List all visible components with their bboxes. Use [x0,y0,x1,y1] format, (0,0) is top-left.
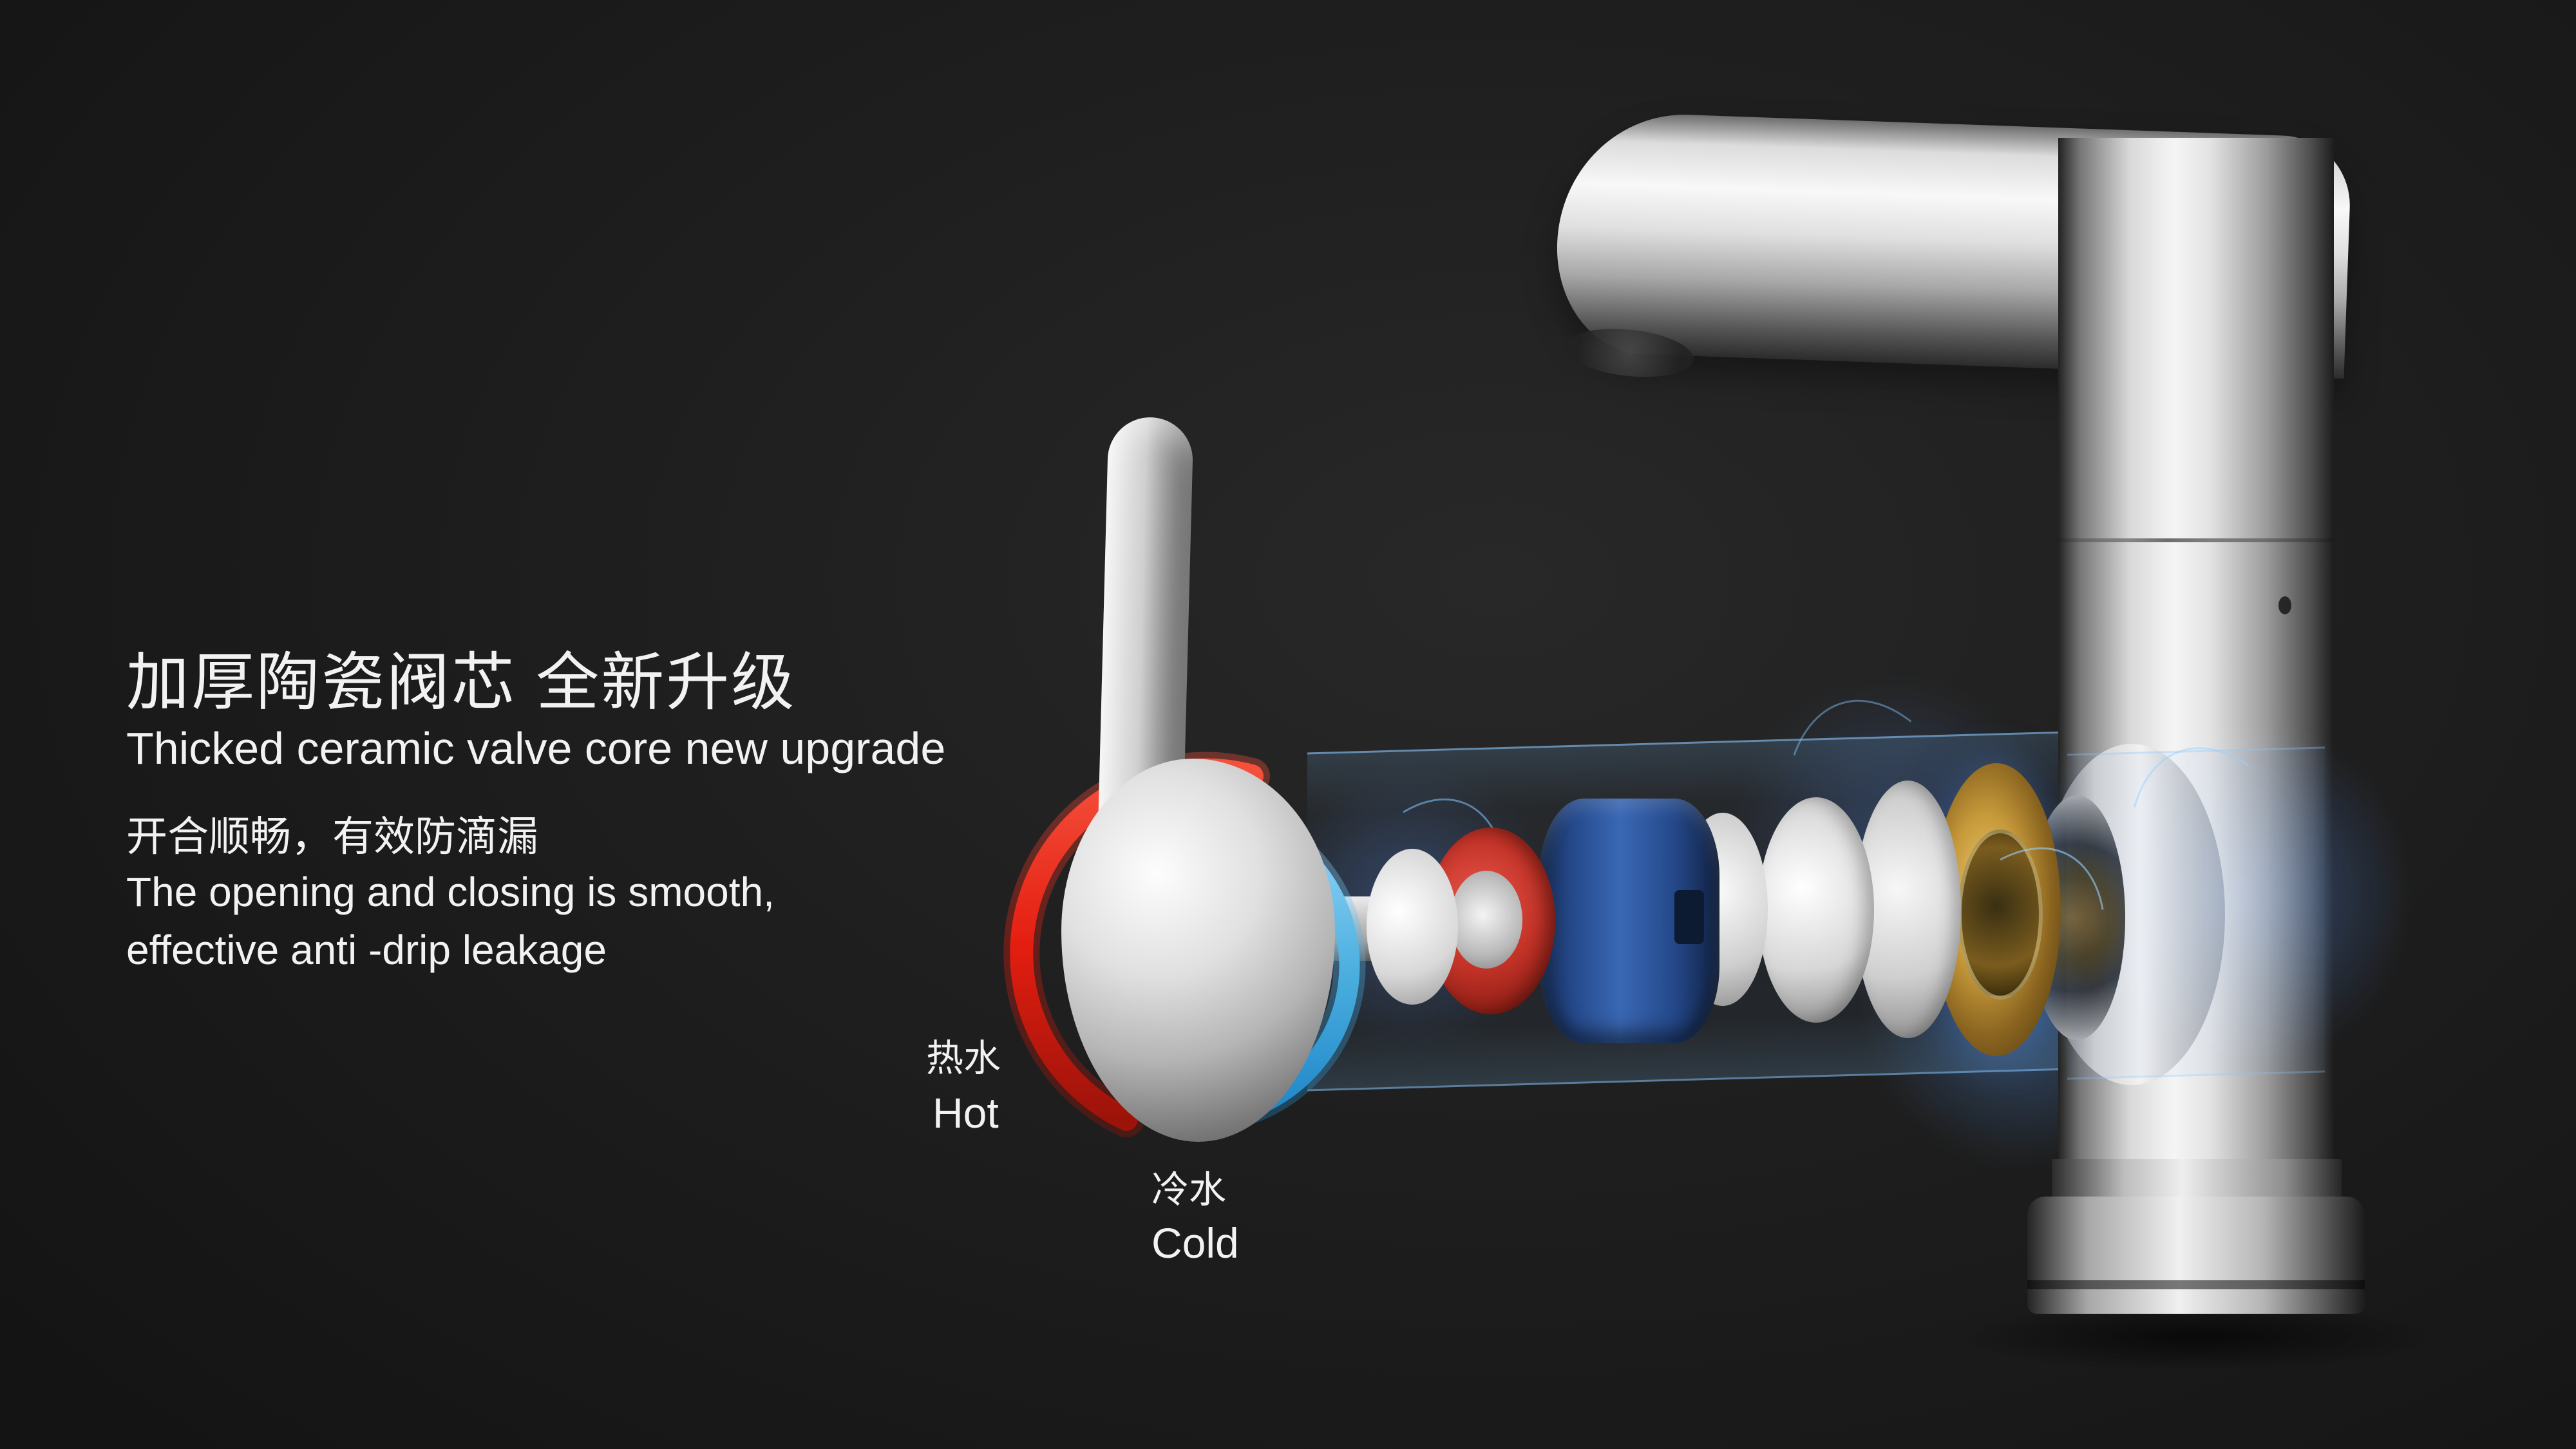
faucet-body-seam [2058,538,2334,542]
headline-chinese: 加厚陶瓷阀芯 全新升级 [126,647,797,717]
cold-label-english: Cold [1151,1219,1239,1267]
faucet-base-band [2027,1280,2365,1289]
hot-label-chinese: 热水 [926,1037,1001,1079]
feature-english-line2: effective anti -drip leakage [126,927,607,973]
feature-chinese: 开合顺畅，有效防滴漏 [126,813,538,860]
faucet-base [2027,1197,2365,1314]
faucet-pin-hole [2278,596,2291,614]
feature-english-line1: The opening and closing is smooth, [126,869,775,915]
blue-glow-over-body [2080,683,2402,1108]
valve-brass-gear-core [1958,829,2043,999]
cold-label-chinese: 冷水 [1151,1169,1227,1211]
valve-disc-medium [1758,797,1874,1023]
handle-hub [1061,759,1335,1142]
valve-white-seal [1367,849,1458,1005]
valve-cartridge-slot [1674,890,1704,944]
valve-red-seal-ring-hole [1450,871,1522,969]
hot-label-english: Hot [933,1089,999,1137]
headline-english: Thicked ceramic valve core new upgrade [126,723,946,773]
